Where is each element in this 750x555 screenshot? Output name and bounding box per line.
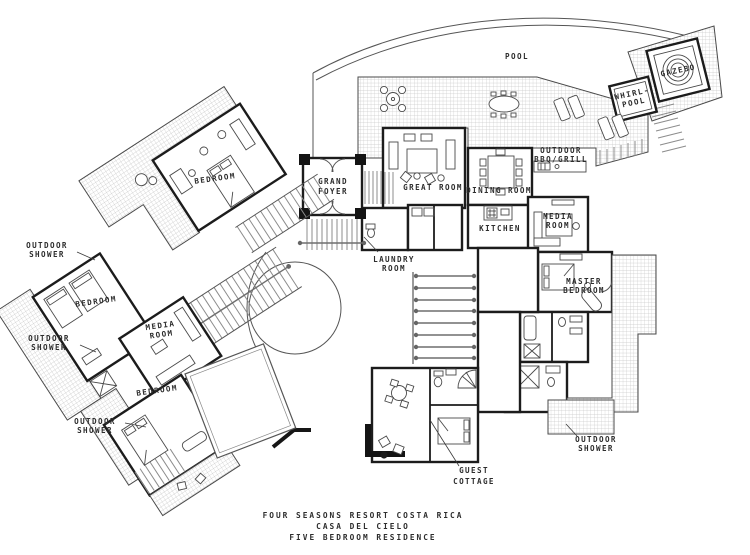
great-room: [381, 126, 467, 210]
kitchen: [466, 203, 534, 250]
master-bedroom-label: MASTER BEDROOM: [563, 277, 605, 295]
dining-room-label: DINING ROOM: [466, 186, 532, 195]
svg-text:MEDIA: MEDIA: [145, 319, 176, 332]
pergola-stairs: [412, 272, 477, 364]
outdoor-shower-label-1: OUTDOOR SHOWER: [26, 241, 96, 261]
dining-room: [466, 146, 534, 207]
outdoor-shower-label-3: OUTDOOR SHOWER: [74, 417, 147, 435]
caption-line-2: CASA DEL CIELO: [316, 522, 410, 531]
deck-dining-table: [488, 90, 520, 119]
gazebo-stairs: [649, 103, 687, 153]
master-bath: [518, 310, 590, 364]
guest-cottage: [365, 366, 480, 467]
svg-text:GUEST: GUEST: [459, 466, 489, 475]
svg-text:MEDIA: MEDIA: [543, 212, 573, 221]
svg-text:OUTDOOR: OUTDOOR: [28, 334, 70, 343]
kitchen-label: KITCHEN: [479, 224, 521, 233]
roof-terrace: [184, 343, 297, 459]
caption-line-3: FIVE BEDROOM RESIDENCE: [289, 533, 436, 542]
svg-text:COTTAGE: COTTAGE: [453, 477, 495, 486]
svg-text:ROOM: ROOM: [546, 221, 570, 230]
caption: FOUR SEASONS RESORT COSTA RICA CASA DEL …: [263, 511, 464, 542]
pool-label: POOL: [505, 52, 529, 61]
corridor: [476, 246, 540, 414]
svg-text:ROOM: ROOM: [382, 264, 406, 273]
master-bedroom: [536, 250, 614, 314]
svg-text:ROOM: ROOM: [149, 328, 174, 340]
bbq-counter: [533, 160, 587, 173]
svg-text:GRAND: GRAND: [318, 177, 348, 186]
grand-foyer: [299, 154, 366, 219]
svg-text:OUTDOOR: OUTDOOR: [26, 241, 68, 250]
foyer-east-stairs: [364, 171, 394, 204]
outdoor-bbq-label: OUTDOOR BBQ/GRILL: [534, 146, 588, 164]
svg-text:SHOWER: SHOWER: [77, 426, 113, 435]
caption-line-1: FOUR SEASONS RESORT COSTA RICA: [263, 511, 464, 520]
media-room-right: [526, 195, 590, 254]
svg-text:OUTDOOR: OUTDOOR: [575, 435, 617, 444]
svg-text:SHOWER: SHOWER: [31, 343, 67, 352]
pool-edge: [312, 17, 704, 157]
media-room-left-label: MEDIA ROOM: [145, 319, 176, 341]
media-room-right-label: MEDIA ROOM: [543, 212, 573, 230]
svg-text:LAUNDRY: LAUNDRY: [373, 255, 415, 264]
svg-text:BBQ/GRILL: BBQ/GRILL: [534, 155, 588, 164]
grand-foyer-label: GRAND FOYER: [318, 177, 348, 196]
svg-text:OUTDOOR: OUTDOOR: [74, 417, 116, 426]
svg-text:SHOWER: SHOWER: [29, 250, 65, 259]
outdoor-shower-label-4: OUTDOOR SHOWER: [575, 435, 617, 453]
outdoor-shower-4-area: [547, 399, 615, 437]
stair-band-upper: [235, 173, 335, 254]
upper-bedroom-wing: [78, 85, 288, 251]
whirlpool: [607, 75, 659, 123]
laundry-room-label: LAUNDRY ROOM: [373, 255, 415, 273]
svg-text:OUTDOOR: OUTDOOR: [540, 146, 582, 155]
svg-text:BEDROOM: BEDROOM: [563, 286, 605, 295]
laundry-room: [360, 203, 464, 253]
guest-cottage-label: GUEST COTTAGE: [453, 466, 495, 486]
svg-text:MASTER: MASTER: [566, 277, 602, 286]
great-room-label: GREAT ROOM: [403, 183, 463, 192]
gazebo: [645, 37, 711, 103]
chaise-lounges: [553, 94, 629, 141]
outdoor-shower-label-2: OUTDOOR SHOWER: [28, 334, 97, 353]
deck-round-table: [379, 85, 407, 113]
master-deck: [566, 254, 657, 413]
foyer-entry-stairs: [297, 219, 367, 250]
stair-band-lower: [134, 448, 185, 494]
svg-text:SHOWER: SHOWER: [578, 444, 614, 453]
svg-text:FOYER: FOYER: [318, 187, 348, 196]
